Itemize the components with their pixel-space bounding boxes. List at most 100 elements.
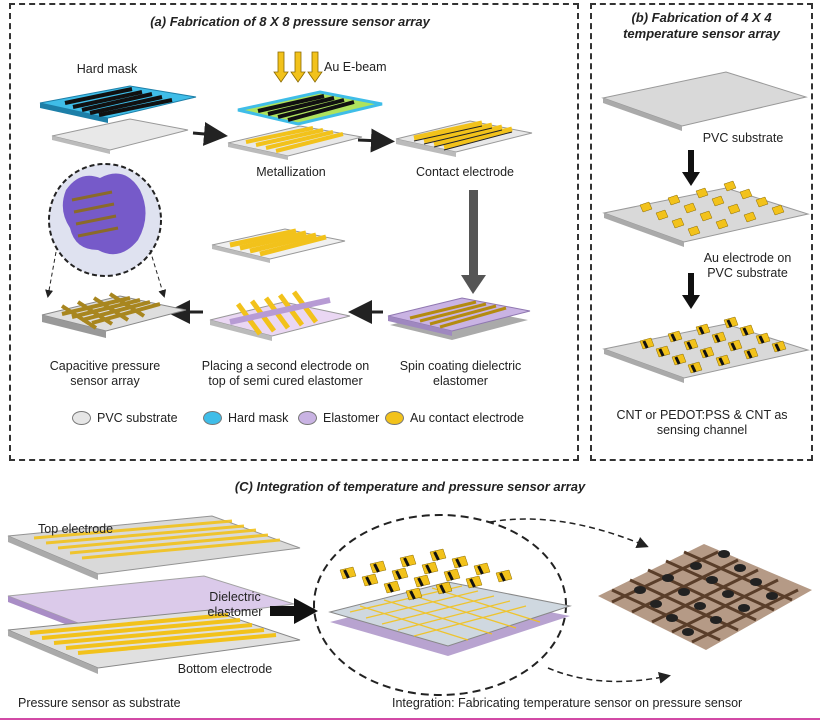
cnt-stripe [433,551,440,561]
au-pad [715,218,729,230]
cnt-pad [771,340,787,353]
sensor-dot [706,576,718,584]
legend-hard-mask-label: Hard mask [228,411,289,425]
top-electrode-label: Top electrode [38,522,114,536]
au-pad [695,187,709,199]
integration-stack [328,548,572,656]
sensor-dot [738,604,750,612]
capacitive-array-stack [41,292,187,338]
legend-au: Au contact electrode [385,411,524,425]
cnt-pad [739,324,755,337]
sensor-dot [710,616,722,624]
hard-mask-stack [39,85,197,154]
placing-electrode-stack [209,228,351,341]
sensor-dot [750,578,762,586]
cnt-stripe [686,341,693,350]
pvc-substrate-label: PVC substrate [702,131,784,145]
temperature-sensor-pad [443,568,461,582]
cnt-stripe [387,583,394,593]
sensor-dot [734,564,746,572]
temperature-sensor-pad [421,561,439,575]
temperature-sensor-pad [405,587,423,601]
panel-b [590,3,813,461]
cnt-pad [699,346,715,359]
cnt-stripe [343,569,350,579]
spin-coating-label: Spin coating dielectric elastomer [399,359,522,388]
cnt-stripe [742,327,749,336]
contact-electrode-label: Contact electrode [416,165,514,179]
pressure-substrate-label: Pressure sensor as substrate [18,696,181,710]
au-pad [723,180,737,192]
cnt-pad [687,361,703,374]
sensor-dot [666,614,678,622]
panel-c-title: (C) Integration of temperature and press… [234,479,586,494]
cnt-stripe [409,590,416,600]
top-electrode-layer [7,515,301,580]
dielectric-label: Dielectric elastomer [207,590,263,619]
au-pad [655,209,669,221]
cnt-stripe [403,557,410,567]
cnt-stripe [674,356,681,365]
au-pad [699,210,713,222]
au-electrode-label: Au electrode on PVC substrate [703,251,792,280]
sensor-dot [650,600,662,608]
integrated-device-photo [598,544,812,650]
temperature-sensor-pad [369,560,387,574]
au-swatch-icon [385,411,404,425]
temperature-sensor-pad [465,575,483,589]
cnt-stripe [702,349,709,358]
temperature-sensor-pad [451,555,469,569]
cnt-stripe [455,558,462,568]
sensor-dot [682,628,694,636]
hard-mask-label: Hard mask [76,62,138,76]
metallization-label: Metallization [256,165,326,179]
cnt-pad [671,353,687,366]
cnt-stripe [774,343,781,352]
cnt-pad [655,345,671,358]
cnt-stripe [726,319,733,328]
cnt-pad [715,354,731,367]
temperature-sensor-pad [495,569,513,583]
cnt-stripe [670,333,677,342]
placing-label: Placing a second electrode on top of sem… [201,359,370,388]
cnt-stripe [658,348,665,357]
cnt-pad [727,339,743,352]
cnt-stripe [395,570,402,580]
temperature-sensor-pad [383,580,401,594]
cnt-pad [667,330,683,343]
integration-label: Integration: Fabricating temperature sen… [392,696,743,710]
cnt-pad [723,316,739,329]
hard-mask-swatch-icon [203,411,222,425]
au-pad [743,211,757,223]
temperature-sensor-pad [413,574,431,588]
pvc-swatch-icon [72,411,91,425]
cnt-pad [683,338,699,351]
sensor-dot [718,550,730,558]
au-ebeam-label: Au E-beam [324,60,387,74]
cnt-stripe [373,563,380,573]
cnt-pad [695,323,711,336]
legend-au-label: Au contact electrode [410,411,524,425]
au-pad [711,195,725,207]
cnt-label: CNT or PEDOT:PSS & CNT as sensing channe… [616,408,788,437]
panel-a [9,3,579,461]
cnt-stripe [698,326,705,335]
cnt-stripe [477,565,484,575]
cnt-stripe [439,584,446,594]
legend-elastomer-label: Elastomer [323,411,380,425]
au-pad [683,202,697,214]
au-pad [755,196,769,208]
cnt-stripe [758,335,765,344]
temperature-sensor-pad [361,573,379,587]
spin-coating-stack [387,297,531,340]
cnt-stripe [447,571,454,581]
elastomer-swatch-icon [298,411,317,425]
bottom-border-line [0,718,820,720]
metallization-stack [227,90,383,160]
sensor-dot [634,586,646,594]
panel-b-title: (b) Fabrication of 4 X 4 temperature sen… [623,10,780,41]
cnt-stripe [718,357,725,366]
temperature-sensor-pad [435,581,453,595]
cnt-pad [639,337,655,350]
sensor-dot [722,590,734,598]
